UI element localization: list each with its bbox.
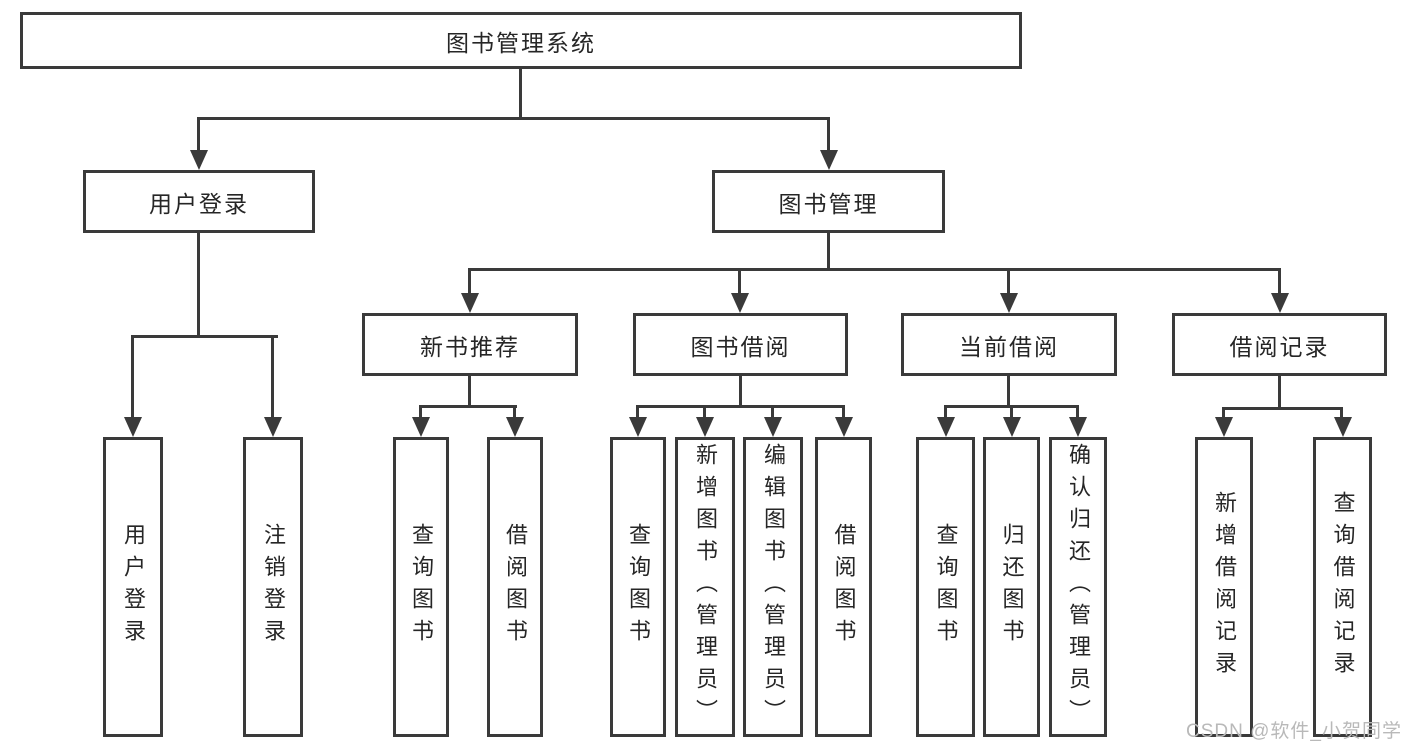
connector-line bbox=[197, 117, 200, 153]
arrow-head bbox=[264, 417, 282, 437]
arrow-head bbox=[190, 150, 208, 170]
node-label: 借阅记录 bbox=[1229, 333, 1330, 360]
node-book-management-system: 图书管理系统 bbox=[20, 12, 1022, 69]
arrow-head bbox=[1215, 417, 1233, 437]
connector-line bbox=[131, 335, 134, 419]
node-label: 用户登录 bbox=[149, 190, 249, 217]
arrow-head bbox=[731, 293, 749, 313]
node-logout: 注销登录 bbox=[243, 437, 303, 737]
connector-line bbox=[1010, 405, 1013, 419]
connector-line bbox=[827, 117, 830, 153]
node-query-books-borrowing: 查询图书 bbox=[610, 437, 666, 737]
arrow-head bbox=[1000, 293, 1018, 313]
node-current-borrowing: 当前借阅 bbox=[901, 313, 1117, 376]
connector-line bbox=[1340, 407, 1343, 419]
arrow-head bbox=[1334, 417, 1352, 437]
connector-line bbox=[419, 405, 422, 419]
arrow-head bbox=[461, 293, 479, 313]
connector-line bbox=[1278, 376, 1281, 407]
arrow-head bbox=[764, 417, 782, 437]
connector-line bbox=[1222, 407, 1225, 419]
connector-line bbox=[468, 268, 1281, 271]
connector-line bbox=[842, 405, 845, 419]
arrow-head bbox=[835, 417, 853, 437]
arrow-head bbox=[629, 417, 647, 437]
connector-line bbox=[739, 376, 742, 405]
arrow-head bbox=[1003, 417, 1021, 437]
node-book-borrowing: 图书借阅 bbox=[633, 313, 848, 376]
node-label: 查询借阅记录 bbox=[1330, 491, 1356, 683]
node-label: 注销登录 bbox=[261, 523, 286, 651]
connector-line bbox=[1278, 268, 1281, 295]
connector-line bbox=[636, 405, 845, 408]
connector-line bbox=[1007, 268, 1010, 295]
node-label: 当前借阅 bbox=[959, 333, 1059, 360]
node-query-books-recommend: 查询图书 bbox=[393, 437, 449, 737]
arrow-head bbox=[820, 150, 838, 170]
arrow-head bbox=[696, 417, 714, 437]
arrow-head bbox=[506, 417, 524, 437]
node-borrow-books-recommend: 借阅图书 bbox=[487, 437, 543, 737]
node-label: 图书管理 bbox=[778, 190, 879, 217]
node-label: 借阅图书 bbox=[831, 523, 857, 651]
node-label: 编辑图书（管理员） bbox=[761, 443, 786, 731]
connector-line bbox=[771, 405, 774, 419]
node-label: 新增借阅记录 bbox=[1212, 491, 1237, 683]
node-book-management: 图书管理 bbox=[712, 170, 945, 233]
connector-line bbox=[827, 233, 830, 268]
node-label: 查询图书 bbox=[626, 523, 651, 651]
node-add-books-admin: 新增图书（管理员） bbox=[675, 437, 735, 737]
connector-line bbox=[419, 405, 517, 408]
node-query-borrow-record: 查询借阅记录 bbox=[1313, 437, 1372, 737]
node-label: 归还图书 bbox=[999, 523, 1025, 651]
connector-line bbox=[1222, 407, 1343, 410]
connector-line bbox=[197, 117, 830, 120]
node-label: 图书借阅 bbox=[690, 333, 791, 360]
connector-line bbox=[703, 405, 706, 419]
node-label: 图书管理系统 bbox=[446, 29, 596, 56]
node-label: 确认归还（管理员） bbox=[1066, 443, 1091, 731]
csdn-watermark: CSDN @软件_小贺同学 bbox=[1186, 721, 1402, 742]
connector-line bbox=[944, 405, 947, 419]
arrow-head bbox=[1271, 293, 1289, 313]
node-add-borrow-record: 新增借阅记录 bbox=[1195, 437, 1253, 737]
arrow-head bbox=[937, 417, 955, 437]
node-user-login: 用户登录 bbox=[83, 170, 315, 233]
connector-line bbox=[1007, 376, 1010, 405]
arrow-head bbox=[124, 417, 142, 437]
node-label: 新增图书（管理员） bbox=[693, 443, 718, 731]
connector-line bbox=[197, 233, 200, 335]
node-borrow-books-borrowing: 借阅图书 bbox=[815, 437, 872, 737]
connector-line bbox=[738, 268, 741, 295]
connector-line bbox=[1076, 405, 1079, 419]
connector-line bbox=[468, 376, 471, 405]
node-label: 新书推荐 bbox=[420, 333, 520, 360]
node-user-login-leaf: 用户登录 bbox=[103, 437, 163, 737]
node-new-book-recommendation: 新书推荐 bbox=[362, 313, 578, 376]
arrow-head bbox=[1069, 417, 1087, 437]
node-return-books: 归还图书 bbox=[983, 437, 1040, 737]
connector-line bbox=[468, 268, 471, 295]
node-query-books-current: 查询图书 bbox=[916, 437, 975, 737]
arrow-head bbox=[412, 417, 430, 437]
node-label: 借阅图书 bbox=[503, 523, 528, 651]
node-edit-books-admin: 编辑图书（管理员） bbox=[743, 437, 803, 737]
connector-line bbox=[519, 69, 522, 117]
node-label: 用户登录 bbox=[121, 523, 146, 651]
node-label: 查询图书 bbox=[933, 523, 959, 651]
node-confirm-return-admin: 确认归还（管理员） bbox=[1049, 437, 1107, 737]
node-label: 查询图书 bbox=[409, 523, 434, 651]
connector-line bbox=[131, 335, 278, 338]
connector-line bbox=[513, 405, 516, 419]
connector-line bbox=[271, 335, 274, 419]
node-borrowing-records: 借阅记录 bbox=[1172, 313, 1387, 376]
connector-line bbox=[636, 405, 639, 419]
